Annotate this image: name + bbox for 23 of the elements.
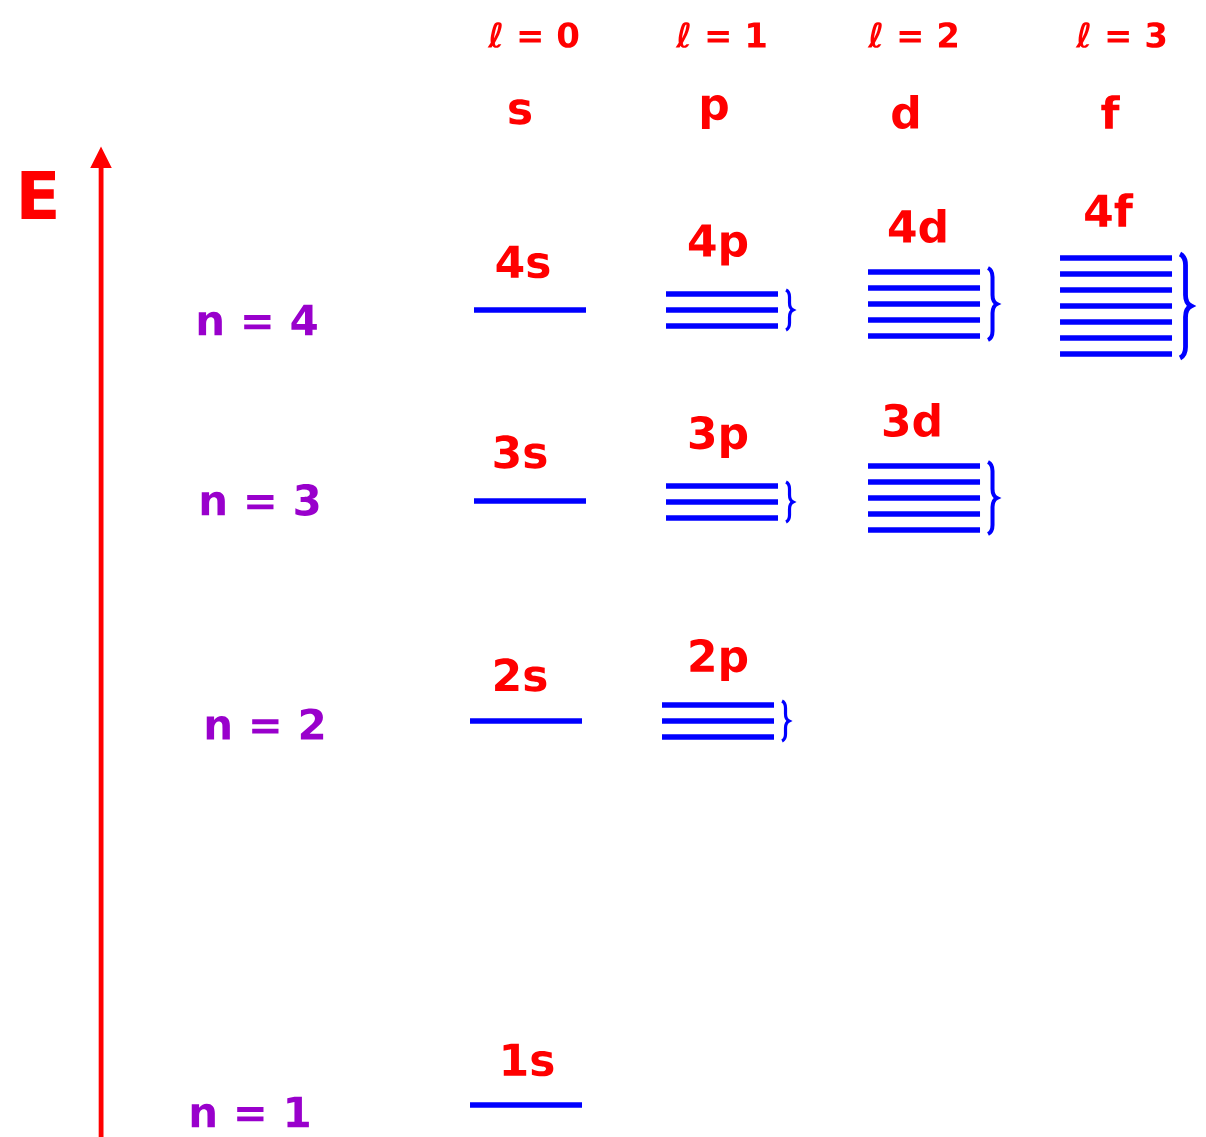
energy-level: 2s: [470, 658, 582, 724]
energy-level: 4d: [868, 209, 999, 342]
subshell-label: p: [701, 95, 728, 129]
energy-level: 4p: [666, 224, 795, 332]
subshell-label: d: [892, 95, 919, 130]
energy-level: 1s: [470, 1043, 582, 1108]
quantum-number-label: ℓ = 1: [675, 22, 766, 48]
quantum-number-label: ℓ = 0: [487, 22, 579, 48]
energy-level: 4f: [1060, 193, 1194, 360]
quantum-number-label: ℓ = 3: [1075, 22, 1166, 48]
subshell-label: f: [1101, 95, 1120, 129]
quantum-number-label: ℓ = 2: [867, 22, 957, 48]
energy-level: 2p: [662, 639, 791, 743]
axis-label: E: [21, 170, 56, 220]
shell-label: n = 4: [198, 304, 317, 336]
shell-label: n = 2: [206, 708, 324, 740]
shell-label: n = 3: [201, 484, 319, 516]
energy-level: 4s: [474, 245, 586, 313]
shell-label: n = 1: [191, 1096, 309, 1128]
energy-level: 3d: [868, 403, 999, 536]
energy-level: 3p: [666, 416, 795, 524]
energy-level: 3s: [474, 435, 586, 504]
subshell-label: s: [509, 99, 531, 125]
